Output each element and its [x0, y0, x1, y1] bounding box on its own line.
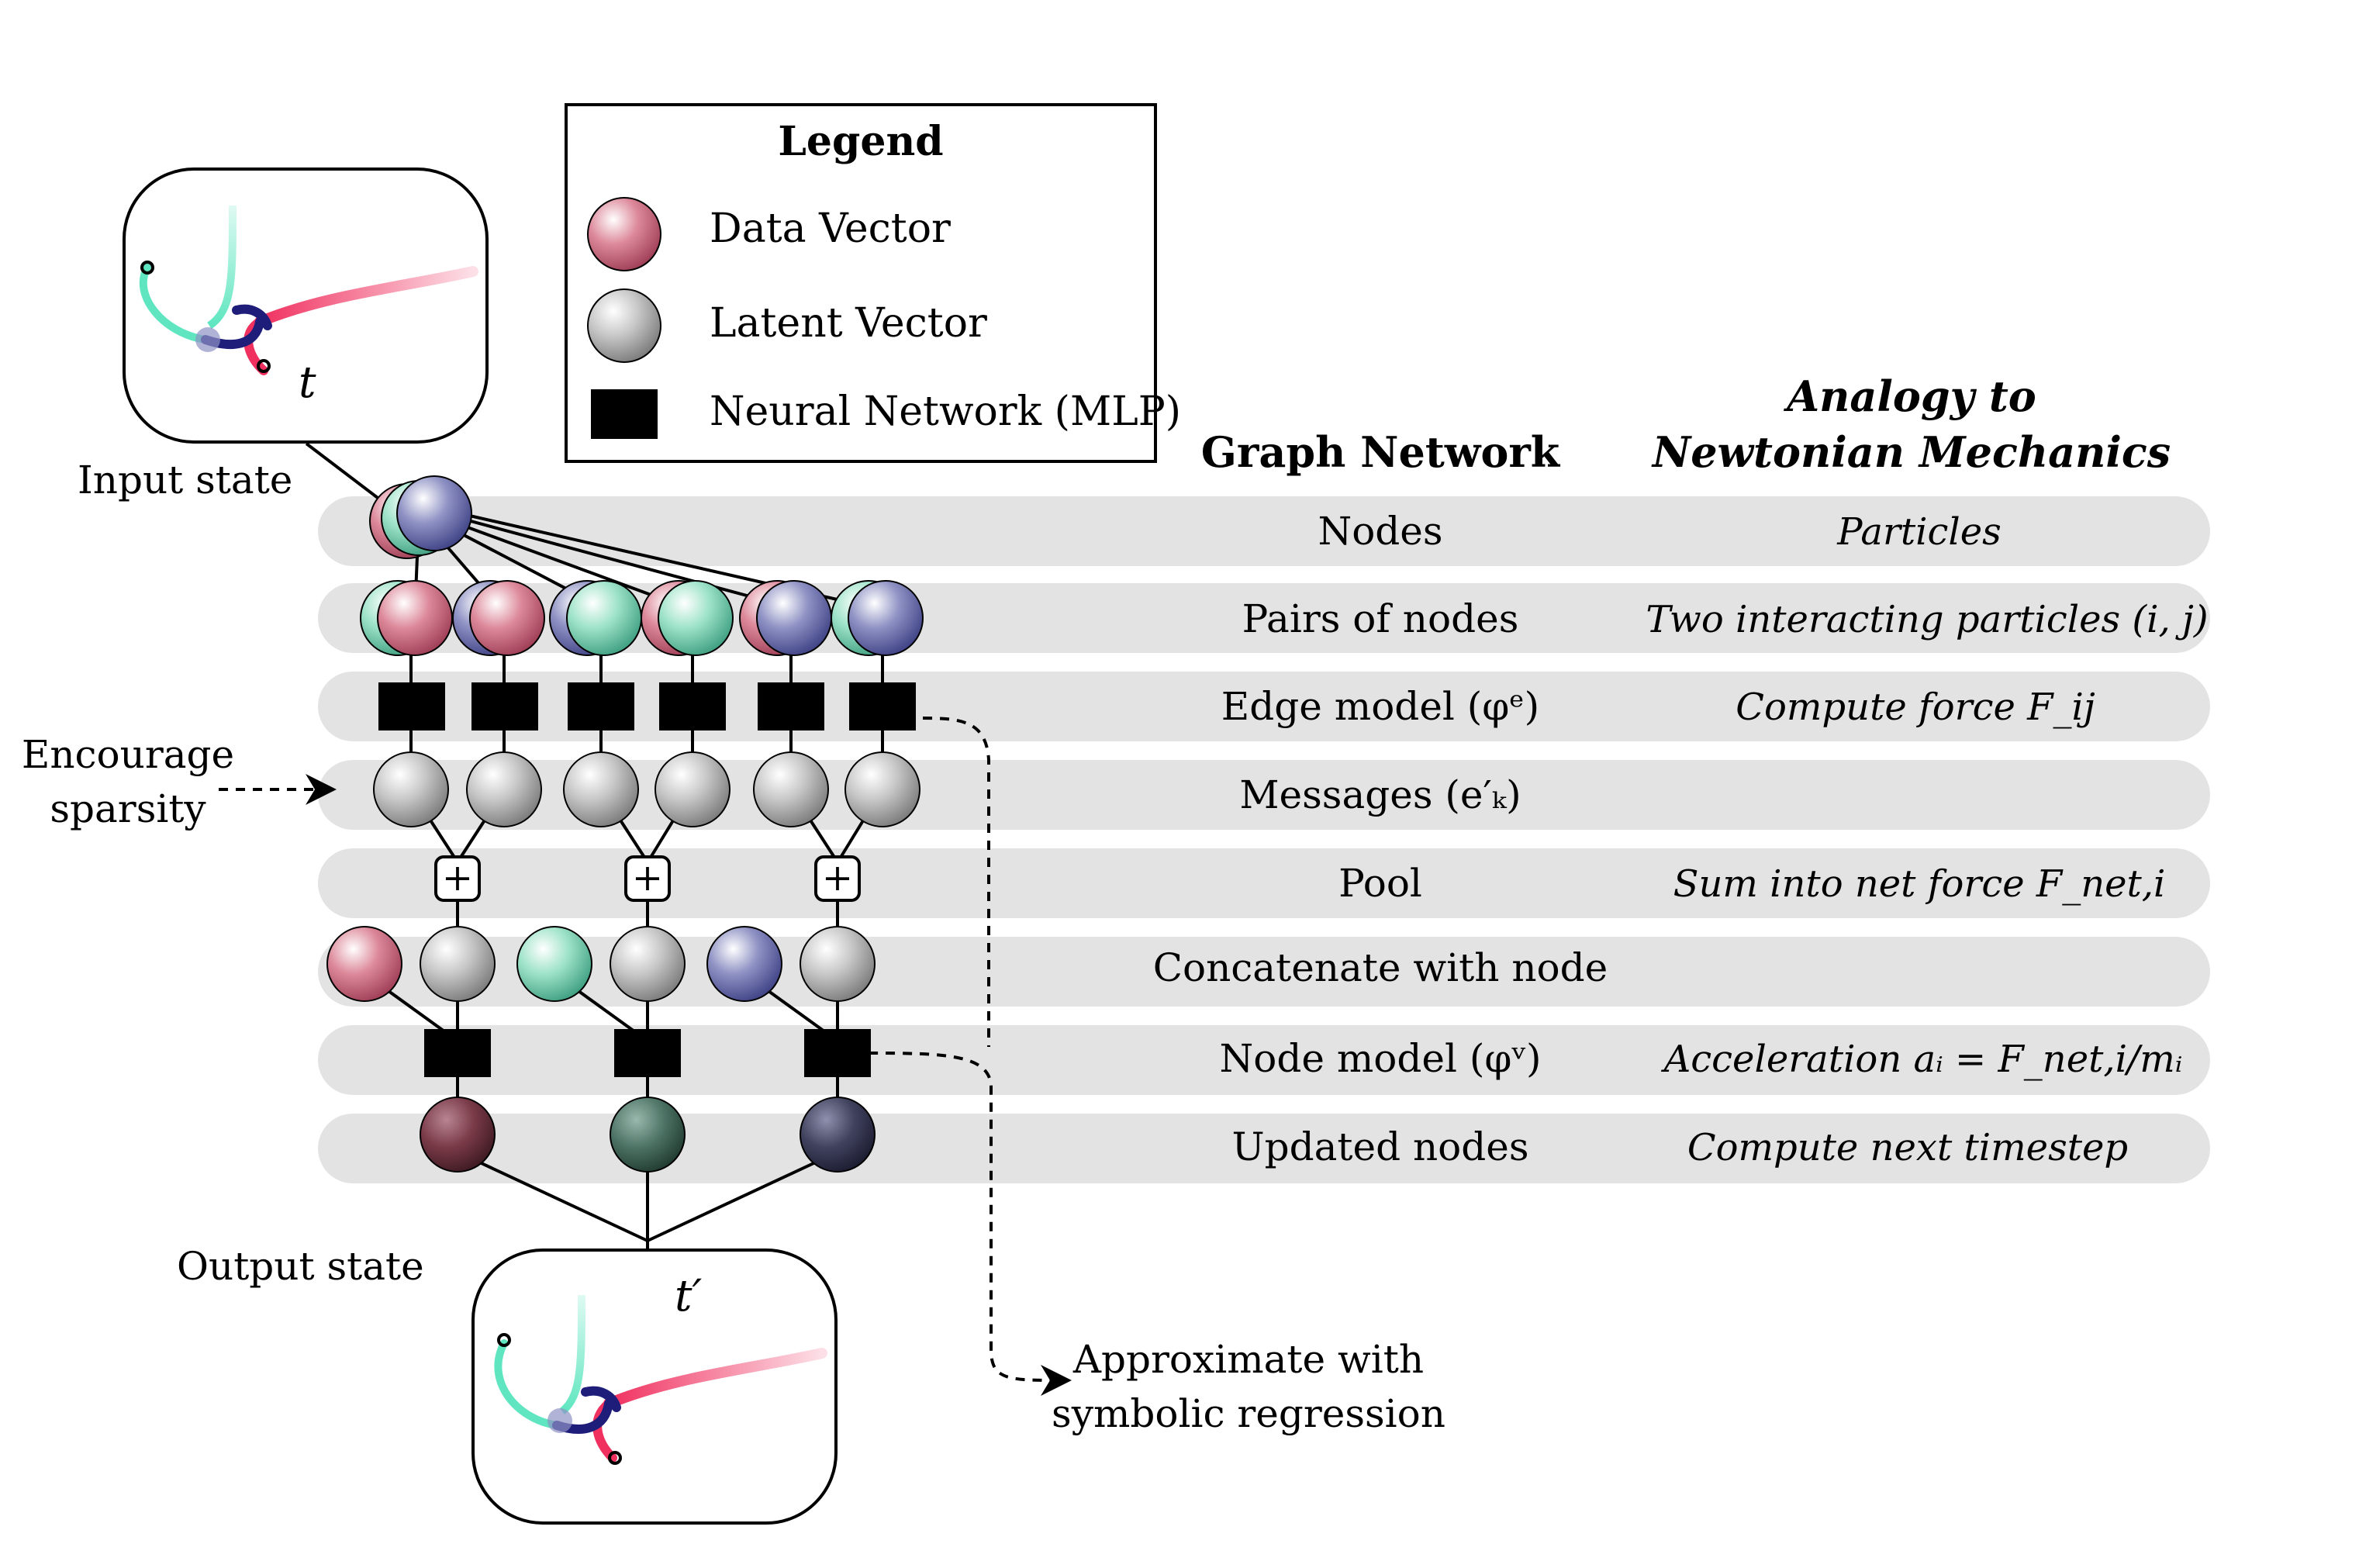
- plus-box-icon: +: [624, 855, 671, 902]
- analogy-node-model: Acceleration aᵢ = F_net,i/mᵢ: [1661, 1038, 2183, 1081]
- analogy-column: Particles Two interacting particles (i, …: [1646, 510, 2208, 1169]
- analogy-pool: Sum into net force F_net,i: [1673, 862, 2166, 906]
- row-label-messages: Messages (e′ₖ): [1239, 772, 1521, 817]
- message-3: [563, 751, 639, 827]
- updated-nodes: [420, 1097, 876, 1173]
- pair-4-front: [658, 580, 734, 656]
- row-label-nodes: Nodes: [1318, 509, 1442, 554]
- edge-model-mlps: [378, 682, 916, 730]
- row-label-concat: Concatenate with node: [1153, 945, 1608, 990]
- row-band-nodes: [318, 496, 2210, 566]
- encourage-sparsity-line1: Encourage: [22, 732, 234, 777]
- input-node-blue: [396, 475, 472, 551]
- message-5: [753, 751, 829, 827]
- row-band-concat: [318, 937, 2210, 1007]
- input-time-label: t: [299, 357, 316, 408]
- analogy-pairs: Two interacting particles (i, j): [1646, 598, 2208, 641]
- row-label-updated: Updated nodes: [1231, 1124, 1528, 1169]
- graph-network-column: Nodes Pairs of nodes Edge model (φᵉ) Mes…: [1153, 509, 1608, 1169]
- row-band-updated: [318, 1114, 2210, 1183]
- pair-3-front: [566, 580, 642, 656]
- legend-box: Legend Data Vector Latent Vector Neural …: [565, 103, 1181, 463]
- row-label-pool: Pool: [1338, 861, 1422, 906]
- input-nodes: [369, 475, 472, 559]
- concat-data-green: [516, 926, 592, 1002]
- updated-node-2: [610, 1097, 686, 1173]
- black-square-icon: [591, 389, 658, 439]
- node-mlp-dashed-path: [868, 1052, 1072, 1396]
- edge-mlp-1: [378, 682, 445, 730]
- analogy-nodes: Particles: [1836, 510, 2002, 554]
- output-time-label: t′: [675, 1271, 703, 1321]
- edge-mlp-dashed-path: [922, 717, 990, 1047]
- output-state-panel: t′: [471, 1249, 838, 1525]
- pool-boxes: + + +: [434, 855, 861, 902]
- legend-data-vector-label: Data Vector: [710, 205, 951, 252]
- node-model-mlps: [424, 1029, 871, 1077]
- latent-vector-icon: [587, 288, 661, 363]
- concat-nodes: [326, 926, 876, 1002]
- svg-text:+: +: [822, 856, 853, 900]
- column-header-graph-network: Graph Network: [1201, 427, 1561, 477]
- row-band-pool: [318, 848, 2210, 918]
- row-band-node-model: [318, 1025, 2210, 1095]
- pair-6-front: [848, 580, 924, 656]
- column-header-analogy-line1: Analogy to: [1783, 371, 2036, 421]
- analogy-edge-model: Compute force F_ij: [1736, 686, 2095, 729]
- edge-mlp-3: [568, 682, 634, 730]
- output-state-label: Output state: [177, 1244, 424, 1289]
- legend-neural-network-label: Neural Network (MLP): [710, 389, 1181, 435]
- concat-data-blue: [706, 926, 782, 1002]
- message-nodes: [373, 751, 920, 827]
- edge-mlp-2: [471, 682, 538, 730]
- message-2: [466, 751, 542, 827]
- row-label-node-model: Node model (φᵛ): [1220, 1036, 1542, 1081]
- encourage-sparsity-line2: sparsity: [50, 786, 206, 831]
- analogy-updated: Compute next timestep: [1687, 1126, 2128, 1169]
- node-mlp-1: [424, 1029, 491, 1077]
- approx-symbolic-line1: Approximate with: [1072, 1337, 1424, 1382]
- node-mlp-3: [804, 1029, 871, 1077]
- input-state-panel: t: [123, 168, 489, 444]
- message-1: [373, 751, 449, 827]
- data-vector-icon: [587, 197, 661, 271]
- plus-box-icon: +: [434, 855, 481, 902]
- plus-box-icon: +: [814, 855, 861, 902]
- pair-nodes: [360, 580, 924, 656]
- updated-node-3: [800, 1097, 876, 1173]
- concat-latent-1: [420, 926, 496, 1002]
- row-label-pairs: Pairs of nodes: [1242, 596, 1519, 641]
- approx-symbolic-line2: symbolic regression: [1052, 1391, 1445, 1436]
- node-mlp-2: [614, 1029, 681, 1077]
- concat-latent-2: [610, 926, 686, 1002]
- input-state-label: Input state: [78, 458, 292, 503]
- legend-latent-vector-label: Latent Vector: [710, 300, 987, 347]
- message-4: [655, 751, 730, 827]
- edge-mlp-4: [659, 682, 726, 730]
- pair-1-front: [377, 580, 453, 656]
- column-header-analogy-line2: Newtonian Mechanics: [1651, 427, 2171, 477]
- pair-5-front: [756, 580, 832, 656]
- edge-mlp-6: [849, 682, 916, 730]
- updated-node-1: [420, 1097, 496, 1173]
- message-6: [844, 751, 920, 827]
- svg-text:+: +: [632, 856, 663, 900]
- edge-mlp-5: [758, 682, 824, 730]
- concat-data-pink: [326, 926, 402, 1002]
- pair-2-front: [469, 580, 545, 656]
- concat-latent-3: [800, 926, 876, 1002]
- row-label-edge-model: Edge model (φᵉ): [1221, 684, 1539, 729]
- legend-title: Legend: [778, 118, 943, 165]
- svg-text:+: +: [442, 856, 473, 900]
